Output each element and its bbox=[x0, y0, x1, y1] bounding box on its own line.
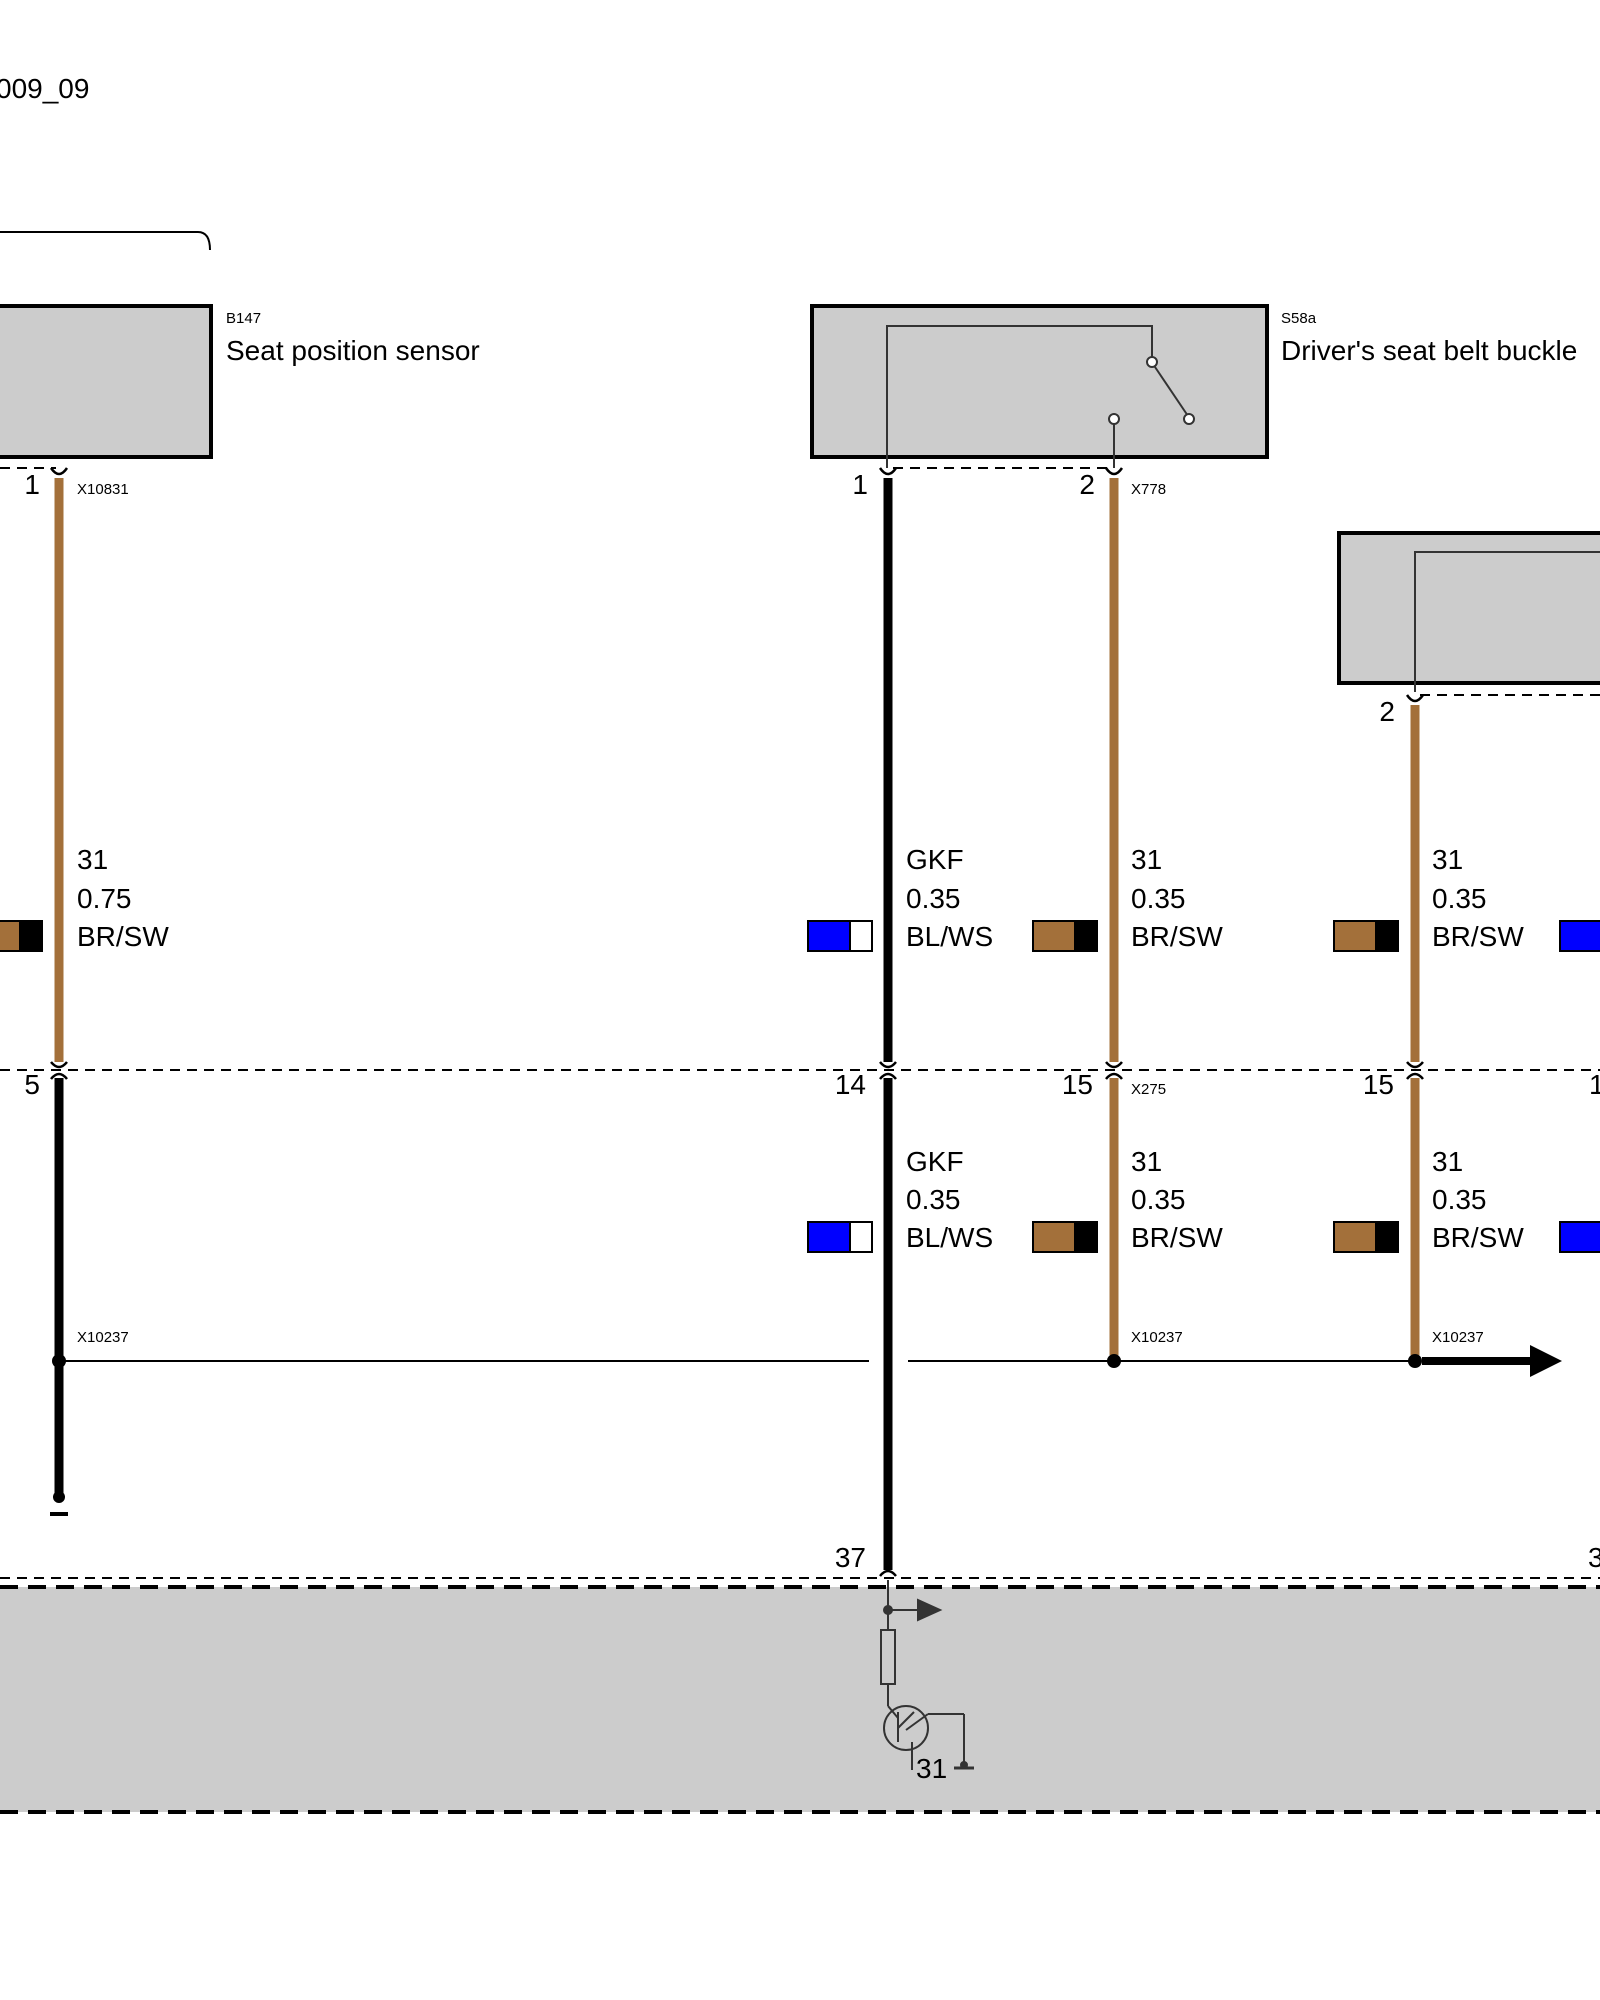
wire-size: 0.35 bbox=[1131, 883, 1186, 914]
seat-position-sensor-box bbox=[0, 304, 213, 459]
connector-id: X10237 bbox=[77, 1329, 129, 1346]
connector-id: X10237 bbox=[1432, 1329, 1484, 1346]
internal-circuit bbox=[880, 1580, 974, 1770]
connector-id: X10237 bbox=[1131, 1329, 1183, 1346]
wire-term: 31 bbox=[1131, 1146, 1162, 1177]
wire-term: GKF bbox=[906, 844, 964, 875]
wire-size: 0.35 bbox=[1432, 883, 1487, 914]
wire-color-chips bbox=[0, 920, 1600, 1253]
right-component-box bbox=[1337, 531, 1600, 685]
pin-number: 37 bbox=[835, 1542, 866, 1573]
seat-position-sensor-name: Seat position sensor bbox=[226, 335, 480, 366]
wire-color-code: BR/SW bbox=[1131, 921, 1223, 952]
ground-symbol-left bbox=[50, 1491, 68, 1516]
wires bbox=[54, 478, 1420, 1570]
connector-id: X778 bbox=[1131, 481, 1166, 498]
pin-number: 2 bbox=[1379, 696, 1395, 727]
wire-label-w6: 31 0.35 BR/SW bbox=[1131, 1146, 1223, 1253]
wire-color-code: BR/SW bbox=[1432, 921, 1524, 952]
wire-label-w2: GKF 0.35 BL/WS bbox=[906, 844, 993, 952]
wire-color-code: BR/SW bbox=[1131, 1222, 1223, 1253]
wire-term: 31 bbox=[77, 844, 108, 875]
buckle-switch-symbol bbox=[886, 325, 1195, 468]
wire-size: 0.35 bbox=[906, 1184, 961, 1215]
wire-label-w5: GKF 0.35 BL/WS bbox=[906, 1146, 993, 1253]
pin-number: 5 bbox=[24, 1069, 40, 1100]
connector-id: X275 bbox=[1131, 1081, 1166, 1098]
pin-number: 14 bbox=[835, 1069, 866, 1100]
seat-belt-buckle-name: Driver's seat belt buckle bbox=[1281, 335, 1577, 366]
wire-color-code: BL/WS bbox=[906, 1222, 993, 1253]
wire-term: 31 bbox=[1131, 844, 1162, 875]
right-component-symbol bbox=[1414, 551, 1600, 692]
ground-terminal-label: 31 bbox=[916, 1753, 947, 1784]
control-module-box bbox=[0, 1587, 1600, 1812]
wire-label-w4: 31 0.35 BR/SW bbox=[1432, 844, 1524, 952]
splice-line bbox=[52, 1345, 1562, 1377]
wire-size: 0.35 bbox=[906, 883, 961, 914]
seat-position-sensor-id: B147 bbox=[226, 310, 261, 327]
wire-color-code: BR/SW bbox=[77, 921, 169, 952]
wire-color-code: BR/SW bbox=[1432, 1222, 1524, 1253]
wire-size: 0.35 bbox=[1432, 1184, 1487, 1215]
pin-number: 1 bbox=[24, 469, 40, 500]
wire-size: 0.75 bbox=[77, 883, 132, 914]
pin-number: 1 bbox=[1589, 1069, 1600, 1100]
pin-number: 15 bbox=[1363, 1069, 1394, 1100]
connector-id: X10831 bbox=[77, 481, 129, 498]
pin-terminals bbox=[49, 467, 1425, 1577]
wire-term: 31 bbox=[1432, 844, 1463, 875]
wire-label-w7: 31 0.35 BR/SW bbox=[1432, 1146, 1524, 1253]
wire-color-code: BL/WS bbox=[906, 921, 993, 952]
wire-term: GKF bbox=[906, 1146, 964, 1177]
wire-term: 31 bbox=[1432, 1146, 1463, 1177]
pin-number: 1 bbox=[852, 469, 868, 500]
wire-label-w1: 31 0.75 BR/SW bbox=[77, 844, 169, 952]
group-bracket bbox=[0, 231, 211, 251]
pin-number: 3 bbox=[1588, 1542, 1600, 1573]
wire-size: 0.35 bbox=[1131, 1184, 1186, 1215]
control-module-border bbox=[0, 1585, 1600, 1814]
connector-lines bbox=[0, 467, 1600, 1579]
wire-label-w3: 31 0.35 BR/SW bbox=[1131, 844, 1223, 952]
seat-belt-buckle-box bbox=[810, 304, 1269, 459]
pin-number: 15 bbox=[1062, 1069, 1093, 1100]
diagram-code: 009_09 bbox=[0, 73, 89, 104]
pin-number: 2 bbox=[1079, 469, 1095, 500]
seat-belt-buckle-id: S58a bbox=[1281, 310, 1317, 327]
